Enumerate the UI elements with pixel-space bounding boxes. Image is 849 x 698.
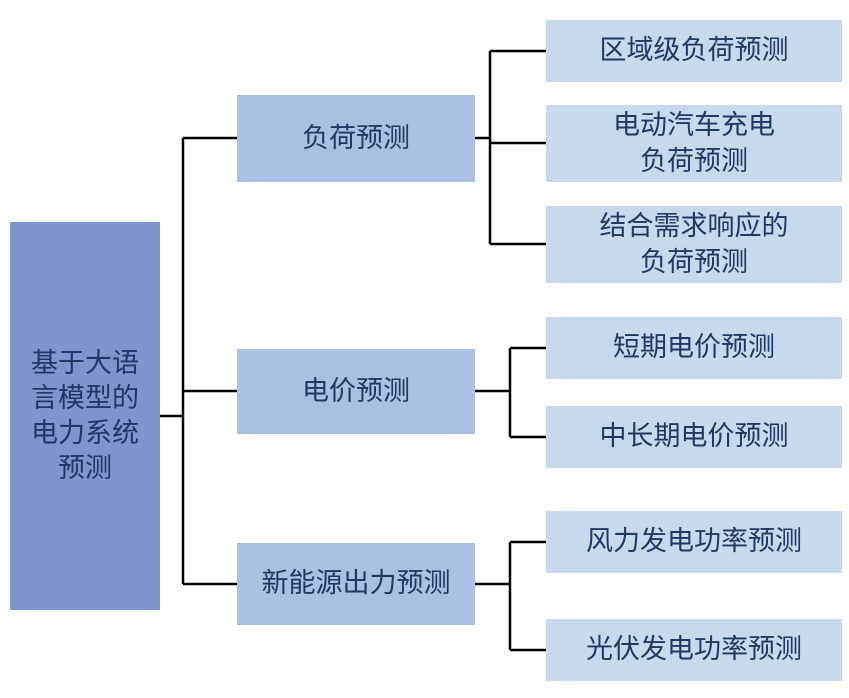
leaf-wind-power-forecast: 风力发电功率预测 <box>546 511 842 573</box>
leaf-mid-long-term-price-forecast: 中长期电价预测 <box>546 406 842 468</box>
leaf-demand-response-load-forecast: 结合需求响应的 负荷预测 <box>546 206 842 283</box>
leaf-ev-charging-load-forecast: 电动汽车充电 负荷预测 <box>546 105 842 182</box>
leaf-regional-load-forecast: 区域级负荷预测 <box>546 20 842 82</box>
branch-renewable-output-forecast: 新能源出力预测 <box>237 543 475 625</box>
leaf-short-term-price-forecast: 短期电价预测 <box>546 317 842 379</box>
connector-root-to-branches <box>160 136 237 586</box>
connector-price-to-leaves <box>475 346 546 439</box>
root-node-llm-power-forecast: 基于大语 言模型的 电力系统 预测 <box>10 222 160 610</box>
connector-load-to-leaves <box>475 49 546 246</box>
connector-renewable-to-leaves <box>475 540 546 652</box>
leaf-pv-power-forecast: 光伏发电功率预测 <box>546 619 842 681</box>
branch-load-forecast: 负荷预测 <box>237 95 475 182</box>
branch-price-forecast: 电价预测 <box>237 349 475 434</box>
